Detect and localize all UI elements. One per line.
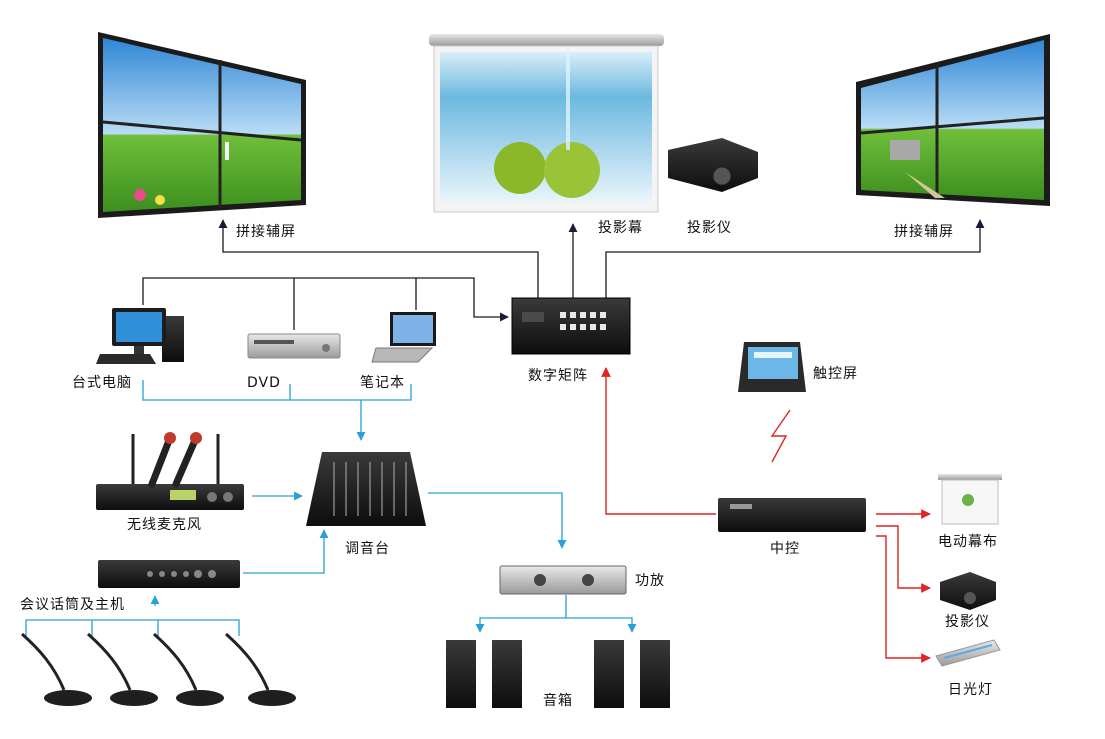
central-controller — [718, 498, 866, 532]
audio-mixer — [306, 452, 426, 526]
dvd-player — [247, 333, 341, 359]
label-laptop: 笔记本 — [360, 375, 405, 391]
label-projection-screen: 投影幕 — [598, 220, 643, 236]
label-mixer: 调音台 — [345, 540, 390, 557]
label-fluorescent-light: 日光灯 — [948, 682, 993, 698]
label-splice-right: 拼接辅屏 — [894, 223, 954, 240]
touch-panel — [738, 342, 806, 392]
projector-top — [668, 138, 758, 192]
audio-lines — [25, 380, 637, 636]
label-projector-right: 投影仪 — [945, 614, 990, 630]
gooseneck-mics — [21, 632, 296, 706]
labels: 拼接辅屏 投影幕 投影仪 拼接辅屏 台式电脑 DVD 笔记本 数字矩阵 触控屏 … — [20, 220, 998, 709]
desktop-computer — [96, 308, 184, 364]
fluorescent-light — [935, 639, 1001, 667]
label-amplifier: 功放 — [635, 573, 665, 589]
label-touch-screen: 触控屏 — [813, 366, 858, 382]
projector-right — [940, 572, 996, 610]
control-lines — [601, 367, 931, 663]
video-lines — [142, 219, 985, 330]
wireless-signal-icon — [770, 409, 791, 463]
label-speakers: 音箱 — [543, 692, 573, 709]
label-projector-top: 投影仪 — [687, 220, 732, 236]
projection-screen — [429, 34, 664, 213]
label-matrix: 数字矩阵 — [528, 368, 588, 384]
conference-host — [98, 560, 240, 588]
label-conference-mic: 会议话筒及主机 — [20, 596, 125, 613]
label-electric-screen: 电动幕布 — [938, 534, 998, 550]
electric-screen — [938, 474, 1002, 525]
wireless-mic-receiver — [96, 432, 244, 510]
label-wireless-mic: 无线麦克风 — [127, 517, 202, 533]
power-amplifier — [499, 565, 627, 595]
splice-wall-right — [856, 34, 1050, 206]
digital-matrix — [511, 297, 631, 355]
speakers — [446, 640, 670, 708]
splice-wall-left — [98, 32, 306, 218]
laptop — [371, 312, 436, 363]
label-central-control: 中控 — [770, 541, 800, 557]
label-dvd: DVD — [247, 375, 281, 391]
label-splice-left: 拼接辅屏 — [236, 223, 296, 240]
label-desktop-pc: 台式电脑 — [72, 375, 132, 391]
